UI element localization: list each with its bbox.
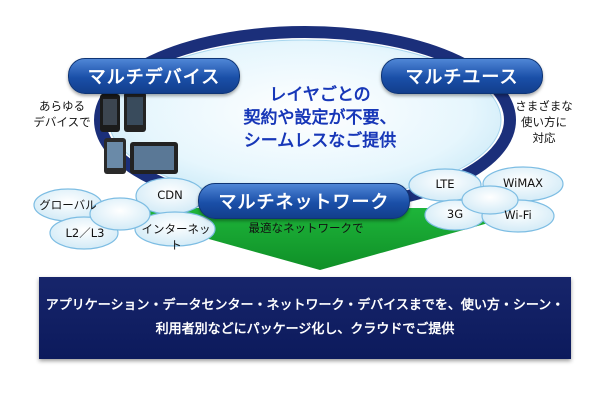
multi-device-pill: マルチデバイス [68,58,240,94]
center-message-line-3: シームレスなご提供 [243,131,397,151]
cloud-label-l2l3: L2／L3 [65,226,105,240]
cloud-label-internet: インターネット [141,222,211,252]
multi-network-pill: マルチネットワーク [198,183,410,219]
cloud-label-wifi: Wi-Fi [504,208,532,222]
network-caption: 最適なネットワークで [248,221,364,235]
right-side-line-3: 対応 [532,131,556,145]
cloud-label-global: グローバル [39,198,97,212]
center-message-line-2: 契約や設定が不要、 [243,108,397,128]
left-side-text: あらゆる デバイスで [27,98,97,130]
summary-line-2: 利用者別などにパッケージ化し、クラウドでご提供 [155,322,455,337]
center-message-line-1: レイヤごとの [269,85,371,105]
cloud-label-3g: 3G [446,207,464,221]
cloud-label-lte: LTE [435,177,455,191]
summary-box: アプリケーション・データセンター・ネットワーク・デバイスまでを、使い方・シーン・… [39,277,571,359]
right-side-line-1: さまざまな [515,99,573,113]
multi-use-pill: マルチユース [381,58,543,94]
cloud-label-cdn: CDN [157,188,183,202]
cloud-label-wimax: WiMAX [503,176,543,190]
left-side-line-1: あらゆる [39,99,85,113]
left-side-line-2: デバイスで [33,115,91,129]
center-message: レイヤごとの 契約や設定が不要、 シームレスなご提供 [222,84,418,153]
right-cloud-cluster [408,166,564,233]
left-cloud-cluster [33,177,216,250]
right-side-text: さまざまな 使い方に 対応 [509,98,579,146]
summary-line-1: アプリケーション・データセンター・ネットワーク・デバイスまでを、使い方・シーン・ [45,298,565,313]
device-illustrations [100,92,178,174]
right-side-line-2: 使い方に [521,115,567,129]
